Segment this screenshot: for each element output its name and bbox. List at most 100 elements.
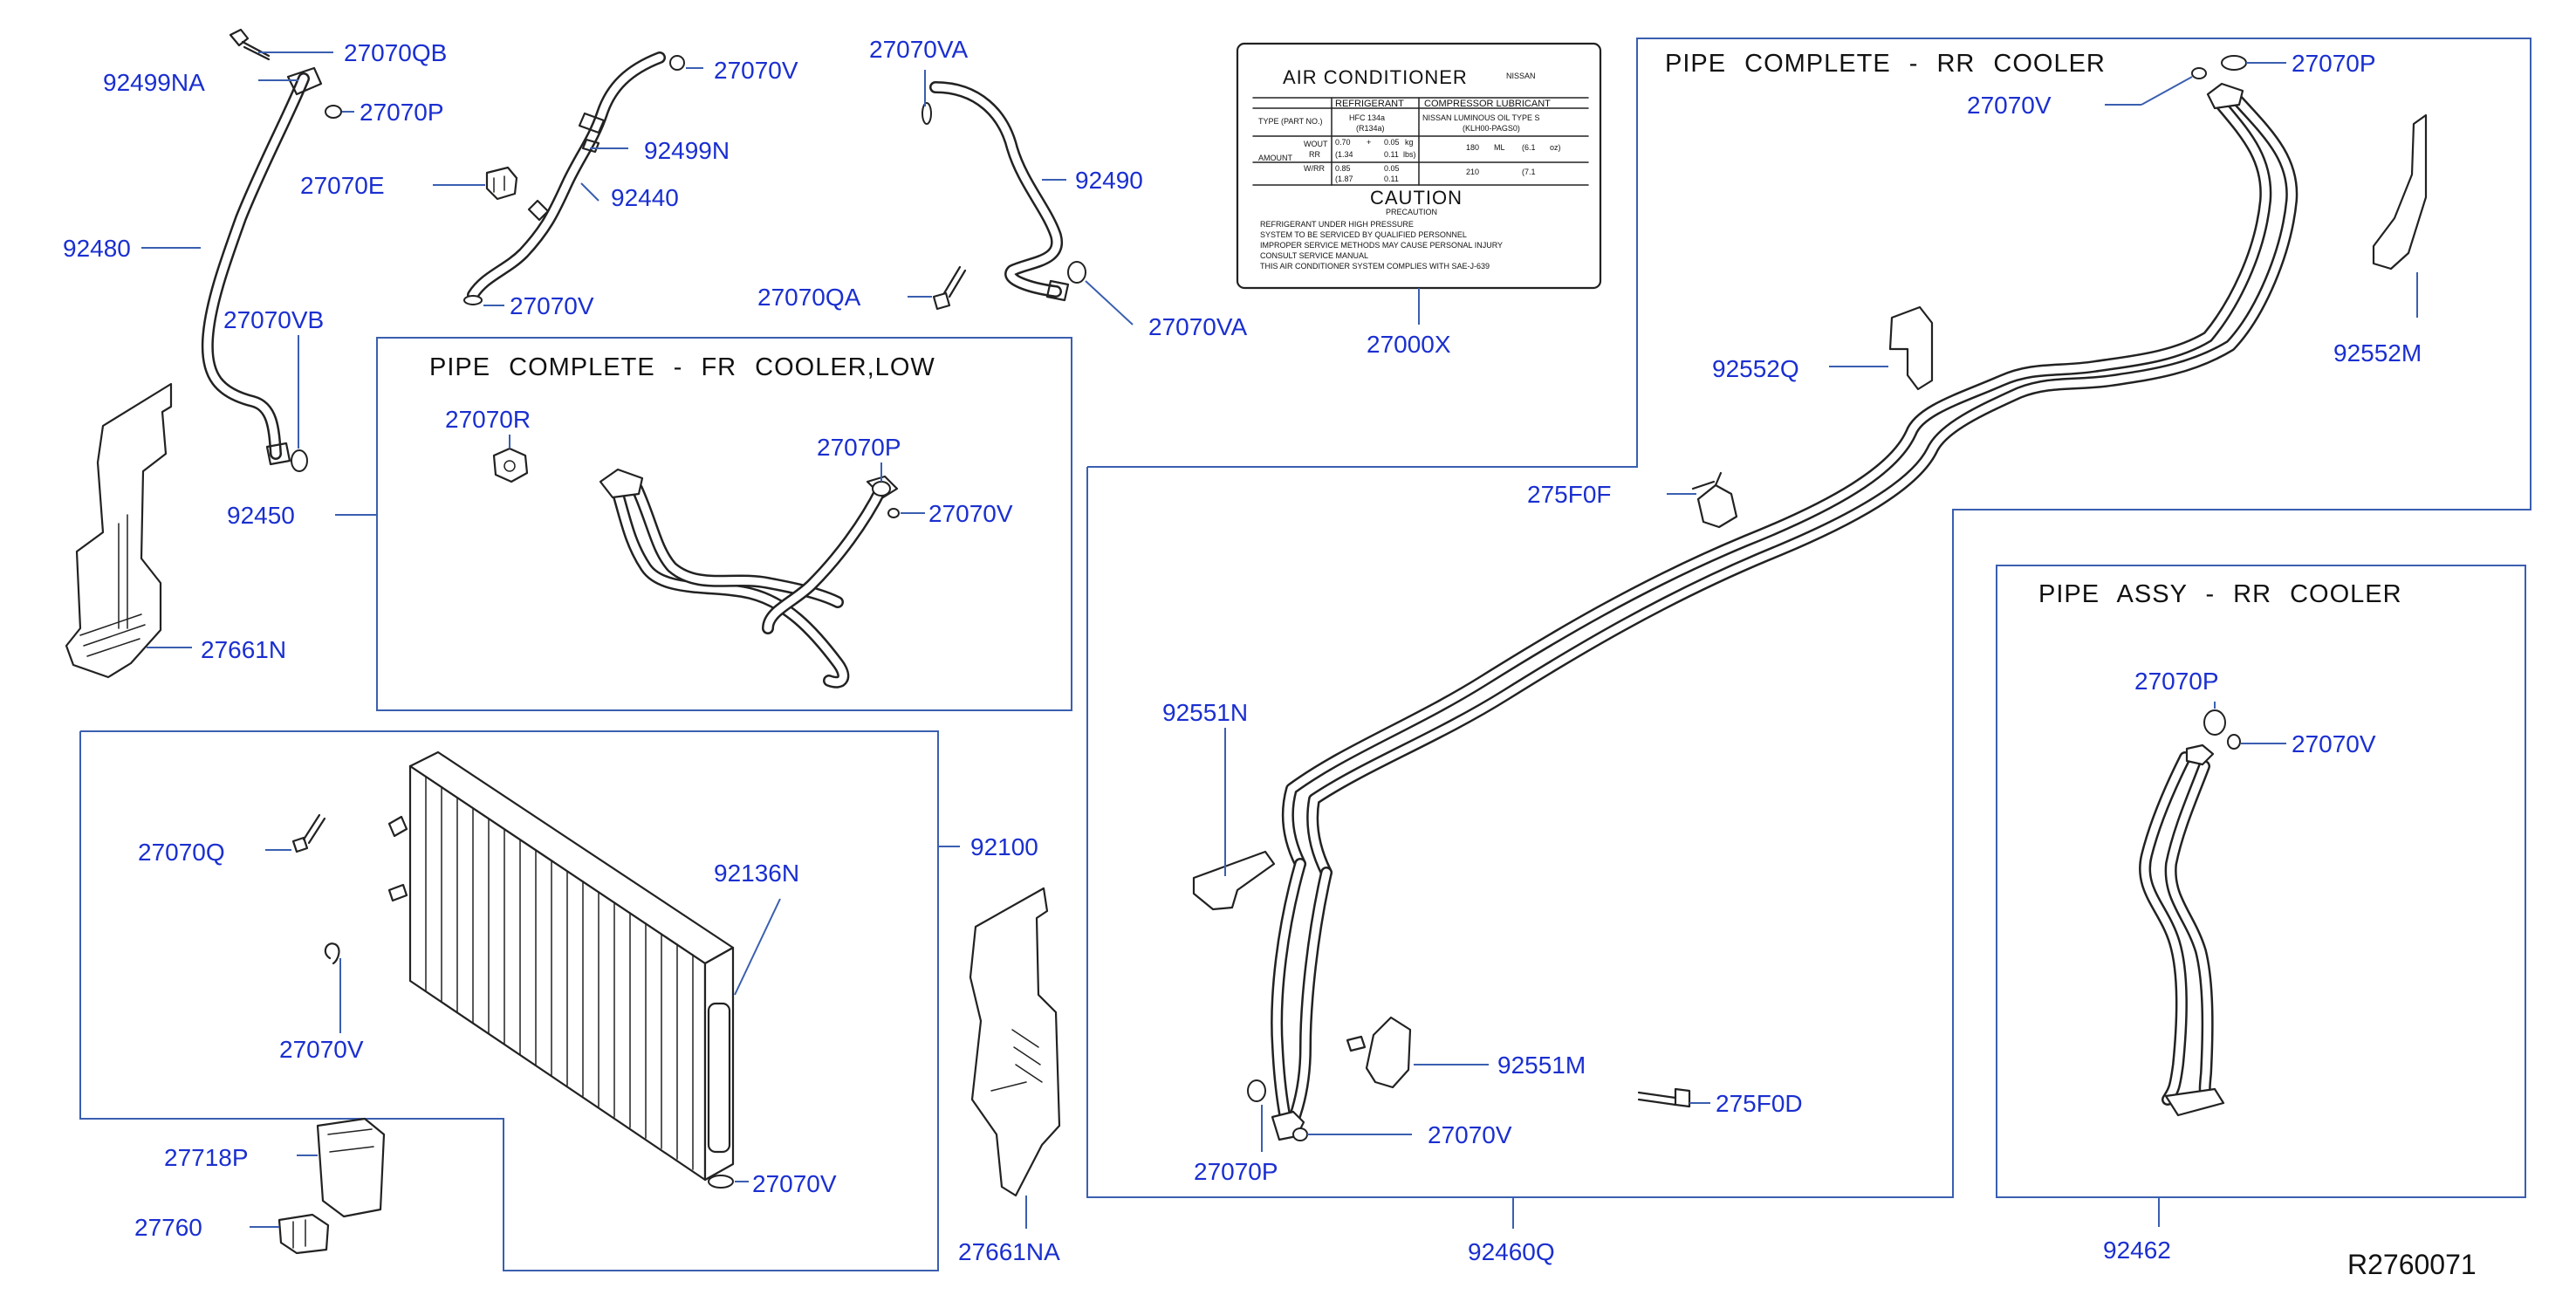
label-92551N: 92551N <box>1162 699 1248 726</box>
pipe-rr-assy-92462 <box>2139 743 2225 1117</box>
label-27070R: 27070R <box>445 406 531 433</box>
svg-text:NISSAN LUMINOUS OIL TYPE S: NISSAN LUMINOUS OIL TYPE S <box>1422 113 1540 122</box>
oring-27070V-d <box>324 942 340 965</box>
label-92440: 92440 <box>611 184 679 211</box>
svg-text:0.05: 0.05 <box>1384 138 1400 147</box>
svg-text:WOUT: WOUT <box>1304 140 1328 148</box>
svg-text:0.05: 0.05 <box>1384 164 1400 173</box>
label-27070P-b: 27070P <box>817 434 901 461</box>
label-27070P-e: 27070P <box>2134 668 2219 695</box>
oring-27070V-h <box>2227 734 2241 750</box>
clip-92499N <box>581 138 600 154</box>
box-condenser <box>79 730 939 1271</box>
label-27070V-d: 27070V <box>279 1036 364 1063</box>
label-92490: 92490 <box>1075 167 1143 194</box>
label-27070P-d: 27070P <box>2292 50 2376 77</box>
label-27070V-g: 27070V <box>1967 92 2052 119</box>
rr-cooler-title: PIPE COMPLETE - RR COOLER <box>1665 50 2106 78</box>
part-labels: 27070QB 92499NA 27070P 92480 27070VB 924… <box>63 36 2422 1265</box>
bolt-27070Q <box>291 813 326 853</box>
label-27070VA-b: 27070VA <box>1148 313 1247 340</box>
svg-text:COMPRESSOR LUBRICANT: COMPRESSOR LUBRICANT <box>1424 99 1551 109</box>
svg-text:(1.34: (1.34 <box>1335 150 1353 159</box>
oring-27070VA-a <box>921 102 932 125</box>
label-92460Q: 92460Q <box>1468 1238 1555 1265</box>
hose-92480 <box>201 66 323 466</box>
bracket-92552Q <box>1888 305 1934 391</box>
svg-text:CAUTION: CAUTION <box>1370 187 1463 209</box>
label-92450: 92450 <box>227 502 295 529</box>
svg-text:ML: ML <box>1494 143 1505 152</box>
shield-27661NA <box>969 887 1061 1197</box>
svg-text:TYPE (PART NO.): TYPE (PART NO.) <box>1258 117 1323 126</box>
label-275F0D: 275F0D <box>1716 1090 1803 1117</box>
svg-text:W/RR: W/RR <box>1304 164 1325 173</box>
oring-27070V-f <box>1292 1127 1308 1141</box>
label-27070V-c: 27070V <box>928 500 1013 527</box>
oring-27070V-a <box>669 55 685 71</box>
rr-assy-title: PIPE ASSY - RR COOLER <box>2038 580 2402 608</box>
label-92551M: 92551M <box>1497 1052 1586 1079</box>
label-92480: 92480 <box>63 235 131 262</box>
box-rr-assy <box>1996 565 2526 1198</box>
connector-27760 <box>277 1213 330 1255</box>
oring-27070P-b <box>872 481 891 497</box>
label-27000X: 27000X <box>1367 331 1451 358</box>
oring-27070V-c <box>887 508 900 518</box>
oring-27070P-c <box>1247 1079 1266 1102</box>
shield-27661N <box>65 382 173 679</box>
label-92100: 92100 <box>970 833 1038 860</box>
label-92499NA: 92499NA <box>103 69 205 96</box>
svg-text:RR: RR <box>1309 150 1320 159</box>
label-27661NA: 27661NA <box>958 1238 1060 1265</box>
box-rr-cooler <box>1086 38 2531 1198</box>
svg-text:IMPROPER SERVICE METHODS MAY C: IMPROPER SERVICE METHODS MAY CAUSE PERSO… <box>1260 241 1503 250</box>
svg-text:REFRIGERANT UNDER HIGH PRESSUR: REFRIGERANT UNDER HIGH PRESSURE <box>1260 220 1414 229</box>
clamp-275F0F <box>1691 471 1738 529</box>
pipe-fr-cooler-low <box>599 468 899 689</box>
svg-text:THIS AIR CONDITIONER SYSTEM CO: THIS AIR CONDITIONER SYSTEM COMPLIES WIT… <box>1260 262 1490 271</box>
svg-text:(R134a): (R134a) <box>1356 124 1385 133</box>
label-27070V-a: 27070V <box>714 57 798 84</box>
oring-27070VA-b <box>1067 261 1086 284</box>
label-27070Q: 27070Q <box>138 839 225 866</box>
svg-text:REFRIGERANT: REFRIGERANT <box>1335 99 1404 109</box>
label-27760: 27760 <box>134 1214 202 1241</box>
label-92136N: 92136N <box>714 860 799 887</box>
svg-text:AMOUNT: AMOUNT <box>1258 154 1292 162</box>
svg-text:oz): oz) <box>1550 143 1561 152</box>
label-27070QB-top: 27070QB <box>344 39 447 66</box>
label-92462: 92462 <box>2103 1237 2171 1264</box>
svg-text:(7.1: (7.1 <box>1522 168 1536 176</box>
bolt-27070QB <box>229 28 271 61</box>
oring-27070VB <box>291 449 308 472</box>
label-27070VA-a: 27070VA <box>869 36 968 63</box>
box-fr-cooler <box>376 337 1072 711</box>
bracket-92551M <box>1346 1016 1412 1089</box>
label-92552Q: 92552Q <box>1712 355 1799 382</box>
clip-27070E <box>485 166 518 201</box>
fr-cooler-title: PIPE COMPLETE - FR COOLER,LOW <box>429 353 935 381</box>
label-27070VB: 27070VB <box>223 306 324 333</box>
sensor-27718P <box>316 1117 386 1218</box>
label-27661N: 27661N <box>201 636 286 663</box>
diagram-reference-code: R2760071 <box>2347 1249 2477 1280</box>
svg-text:0.70: 0.70 <box>1335 138 1351 147</box>
leader-lines <box>141 51 2418 1229</box>
svg-text:0.85: 0.85 <box>1335 164 1351 173</box>
svg-text:CONSULT SERVICE MANUAL: CONSULT SERVICE MANUAL <box>1260 251 1368 260</box>
label-275F0F: 275F0F <box>1527 481 1612 508</box>
oring-27070V-b <box>463 295 483 305</box>
condenser-92100 <box>387 750 735 1182</box>
oring-27070P-d <box>2221 55 2247 71</box>
label-27718P: 27718P <box>164 1144 249 1171</box>
pipe-rr-cooler-92460Q <box>1271 82 2299 1141</box>
svg-text:kg: kg <box>1405 138 1414 147</box>
svg-text:(KLH00-PAGS0): (KLH00-PAGS0) <box>1463 124 1520 133</box>
svg-text:0.11: 0.11 <box>1384 175 1399 183</box>
label-92552M: 92552M <box>2333 339 2422 367</box>
svg-text:PRECAUTION: PRECAUTION <box>1386 208 1437 216</box>
svg-text:HFC 134a: HFC 134a <box>1349 113 1385 122</box>
